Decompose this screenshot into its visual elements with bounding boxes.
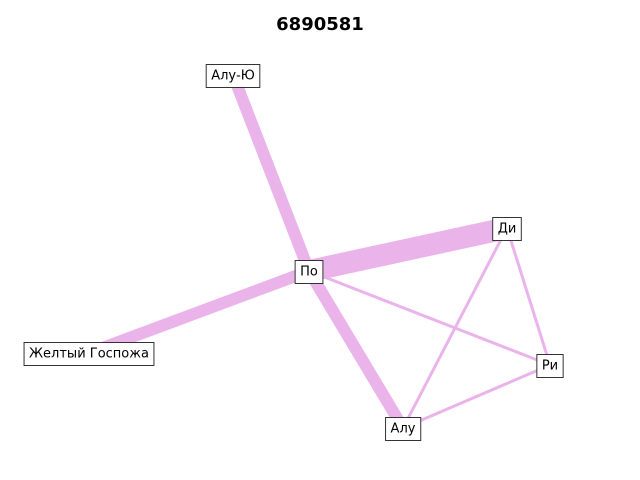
node-label: По [300,265,318,280]
edge-po-alu [303,267,409,432]
edge-po-di [306,217,510,282]
edge-po-ri [308,269,551,367]
edge-di-alu [401,227,509,429]
node-label: Алу [391,422,416,437]
node-ri: Ри [536,354,564,378]
node-label: Ди [498,222,517,237]
node-alu_yu: Алу-Ю [205,64,261,88]
diagram-title: 6890581 [276,14,364,35]
node-alu: Алу [385,417,422,441]
node-box [492,217,522,241]
node-label: Желтый Госпожа [29,347,149,362]
node-zheltyi: Желтый Госпожа [23,342,155,366]
node-box [294,260,324,284]
node-box [205,64,261,88]
node-box [385,417,422,441]
node-box [23,342,155,366]
node-label: Алу-Ю [211,69,255,84]
node-box [536,354,564,378]
node-label: Ри [542,359,558,374]
edge-po-zheltyi [86,265,312,359]
edge-di-ri [505,227,552,366]
edge-ri-alu [402,363,551,430]
node-di: Ди [492,217,522,241]
edge-alu_yu-po [227,72,315,274]
edges-layer [86,72,552,432]
node-po: По [294,260,324,284]
